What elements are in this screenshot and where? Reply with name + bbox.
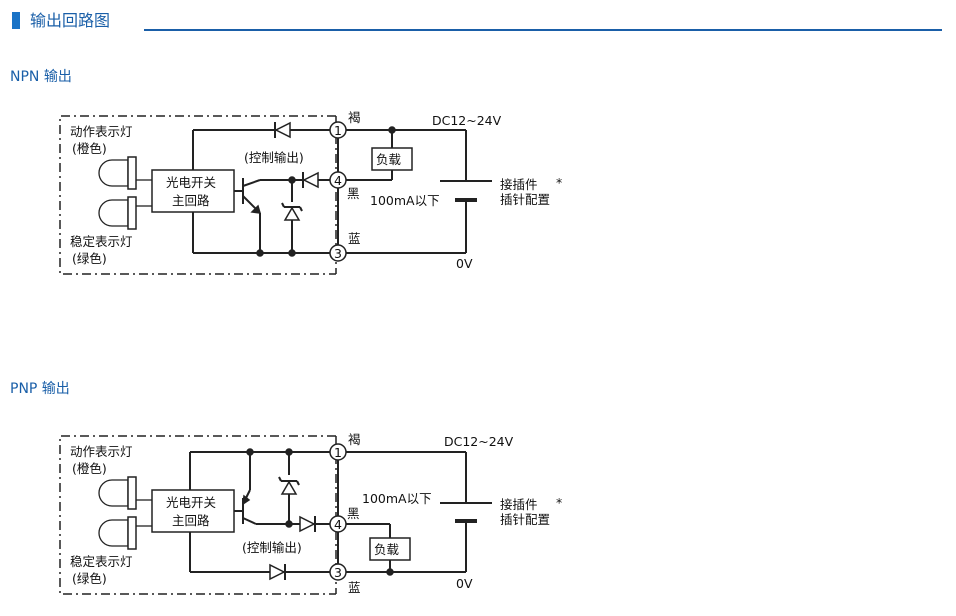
svg-text:3: 3 bbox=[334, 565, 342, 580]
npn-stability-indicator-color: (绿色) bbox=[72, 251, 107, 266]
section-header: 输出回路图 bbox=[12, 10, 942, 32]
npn-connector-label: 接插件 bbox=[500, 177, 538, 192]
pnp-zero-volt-label: 0V bbox=[456, 576, 473, 591]
pnp-stability-indicator-color: (绿色) bbox=[72, 571, 107, 586]
npn-terminal-4: 4 bbox=[329, 171, 347, 189]
npn-main-circuit-label-1: 光电开关 bbox=[166, 175, 216, 190]
svg-text:4: 4 bbox=[334, 517, 342, 532]
npn-operation-led-icon bbox=[98, 156, 152, 190]
npn-stability-led-icon bbox=[98, 196, 152, 230]
pnp-current-label: 100mA以下 bbox=[362, 491, 432, 506]
pnp-protection-diode-icon bbox=[269, 563, 286, 581]
npn-output-diode-icon bbox=[302, 171, 319, 189]
pnp-wire-brown-label: 褐 bbox=[348, 432, 361, 447]
pnp-zener-diode-icon bbox=[278, 452, 300, 524]
header-marker bbox=[12, 12, 20, 29]
pnp-stability-led-icon bbox=[98, 516, 152, 550]
npn-load-label: 负载 bbox=[376, 152, 402, 167]
pnp-operation-indicator-color: (橙色) bbox=[72, 461, 107, 476]
npn-wire-blue-label: 蓝 bbox=[348, 231, 361, 246]
npn-sensor-boundary bbox=[59, 115, 336, 275]
npn-wire-brown-label: 褐 bbox=[348, 110, 361, 125]
svg-text:1: 1 bbox=[334, 445, 342, 460]
pnp-operation-indicator-label: 动作表示灯 bbox=[70, 444, 133, 459]
pnp-terminal-4: 4 bbox=[329, 515, 347, 533]
pnp-load-label: 负载 bbox=[374, 542, 400, 557]
pnp-wire-black-label: 黑 bbox=[347, 506, 360, 521]
npn-current-label: 100mA以下 bbox=[370, 193, 440, 208]
npn-battery-icon bbox=[440, 180, 492, 202]
pnp-pin-config-label: 插针配置 bbox=[500, 512, 550, 527]
pnp-sensor-boundary bbox=[59, 435, 336, 595]
npn-zero-volt-label: 0V bbox=[456, 256, 473, 271]
pnp-terminal-1: 1 bbox=[329, 443, 347, 461]
npn-transistor-icon bbox=[234, 178, 262, 214]
npn-terminal-3: 3 bbox=[329, 244, 347, 262]
pnp-output-circuit-diagram: 动作表示灯 (橙色) 稳定表示灯 (绿色) 光电开关 主回路 bbox=[59, 432, 562, 595]
npn-terminal-1: 1 bbox=[329, 121, 347, 139]
pnp-operation-led-icon bbox=[98, 476, 152, 510]
pnp-control-output-label: (控制输出) bbox=[242, 540, 302, 555]
npn-protection-diode-icon bbox=[274, 121, 291, 139]
npn-operation-indicator-color: (橙色) bbox=[72, 141, 107, 156]
pnp-connector-label: 接插件 bbox=[500, 497, 538, 512]
npn-wire-black-label: 黑 bbox=[347, 186, 360, 201]
svg-text:1: 1 bbox=[334, 123, 342, 138]
svg-text:3: 3 bbox=[334, 246, 342, 261]
npn-pin-config-label: 插针配置 bbox=[500, 192, 550, 207]
pnp-terminal-3: 3 bbox=[329, 563, 347, 581]
pnp-connector-star: * bbox=[556, 495, 562, 510]
pnp-section-label: PNP 输出 bbox=[10, 381, 70, 397]
pnp-main-circuit-label-2: 主回路 bbox=[172, 513, 210, 528]
svg-text:4: 4 bbox=[334, 173, 342, 188]
page-title: 输出回路图 bbox=[30, 11, 111, 30]
pnp-supply-voltage-label: DC12~24V bbox=[444, 434, 514, 449]
pnp-stability-indicator-label: 稳定表示灯 bbox=[70, 554, 133, 569]
npn-zener-diode-icon bbox=[281, 180, 303, 253]
npn-connector-star: * bbox=[556, 175, 562, 190]
pnp-main-circuit-label-1: 光电开关 bbox=[166, 495, 216, 510]
pnp-battery-icon bbox=[440, 502, 492, 523]
header-rule bbox=[144, 29, 942, 31]
npn-supply-voltage-label: DC12~24V bbox=[432, 113, 502, 128]
pnp-output-diode-icon bbox=[299, 515, 316, 533]
npn-main-circuit-label-2: 主回路 bbox=[172, 193, 210, 208]
pnp-transistor-icon bbox=[234, 489, 257, 525]
npn-control-output-label: (控制输出) bbox=[244, 150, 304, 165]
pnp-wire-blue-label: 蓝 bbox=[348, 580, 361, 595]
npn-operation-indicator-label: 动作表示灯 bbox=[70, 124, 133, 139]
npn-stability-indicator-label: 稳定表示灯 bbox=[70, 234, 133, 249]
npn-output-circuit-diagram: 动作表示灯 (橙色) 稳定表示灯 (绿色) 光电开关 主回路 (控制输出) bbox=[59, 110, 562, 275]
npn-section-label: NPN 输出 bbox=[10, 69, 72, 85]
